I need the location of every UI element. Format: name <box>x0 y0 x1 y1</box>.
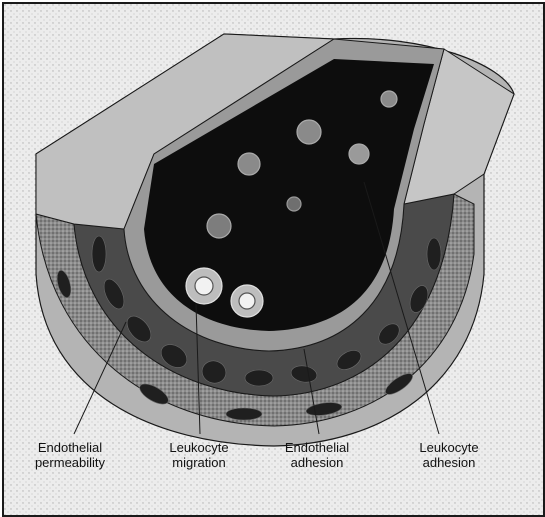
label-line: adhesion <box>394 455 504 470</box>
label-line: Endothelial <box>262 440 372 455</box>
blood-vessel-illustration <box>4 4 543 515</box>
label-line: Leukocyte <box>394 440 504 455</box>
label-leukocyte-migration: Leukocyte migration <box>144 440 254 470</box>
label-endothelial-permeability: Endothelial permeability <box>10 440 130 470</box>
label-line: migration <box>144 455 254 470</box>
label-line: Leukocyte <box>144 440 254 455</box>
label-line: adhesion <box>262 455 372 470</box>
label-leukocyte-adhesion: Leukocyte adhesion <box>394 440 504 470</box>
label-line: Endothelial <box>10 440 130 455</box>
label-line: permeability <box>10 455 130 470</box>
label-endothelial-adhesion: Endothelial adhesion <box>262 440 372 470</box>
